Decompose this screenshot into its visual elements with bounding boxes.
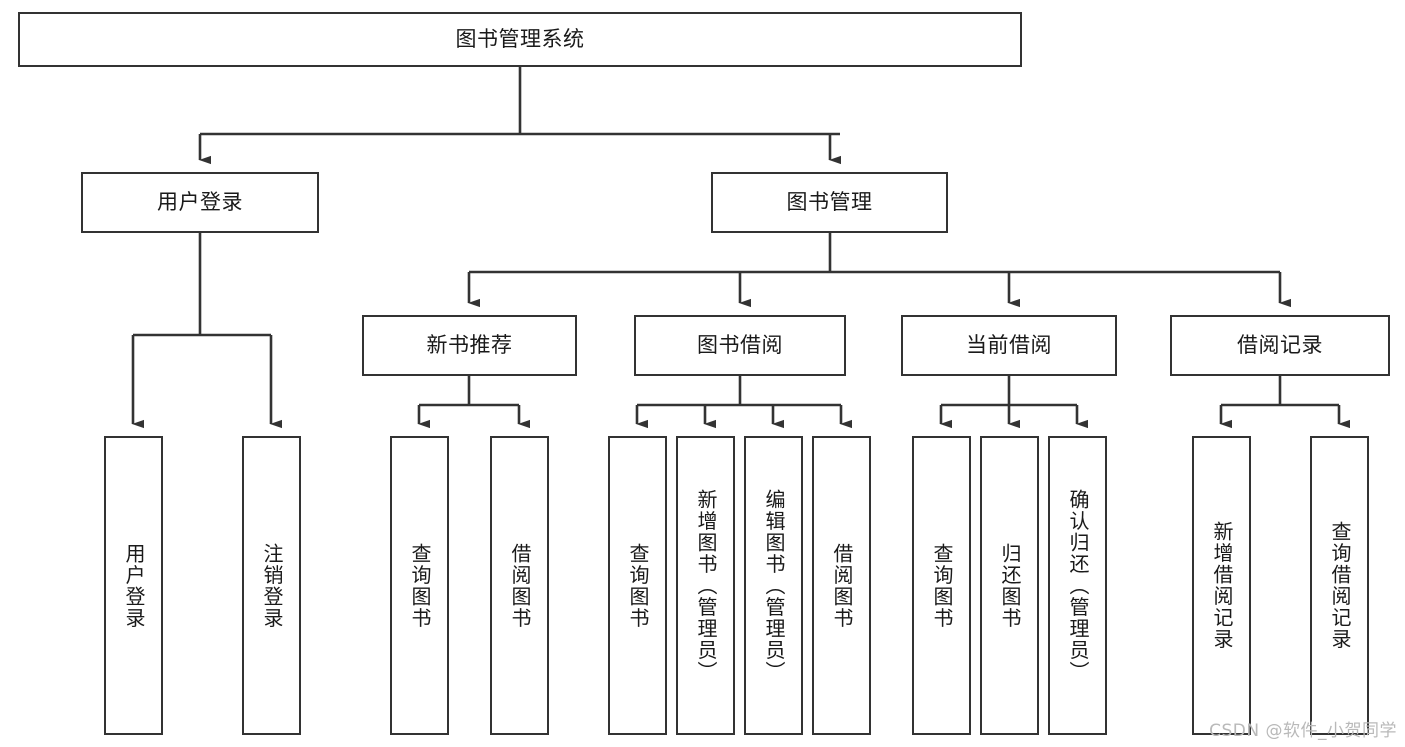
node-leaf-query-book-3[interactable]: 查询图书 — [912, 436, 971, 735]
node-leaf-query-book-1-label: 查询图书 — [408, 542, 432, 629]
node-leaf-return-book-label: 归还图书 — [998, 542, 1022, 629]
node-leaf-add-book-label: 新增图书（管理员） — [694, 488, 718, 683]
node-leaf-add-record[interactable]: 新增借阅记录 — [1192, 436, 1251, 735]
node-new-book-rec-label: 新书推荐 — [426, 332, 513, 357]
node-leaf-query-record[interactable]: 查询借阅记录 — [1310, 436, 1369, 735]
node-leaf-add-book[interactable]: 新增图书（管理员） — [676, 436, 735, 735]
node-root-label: 图书管理系统 — [455, 26, 585, 51]
node-leaf-edit-book[interactable]: 编辑图书（管理员） — [744, 436, 803, 735]
node-leaf-borrow-book-1-label: 借阅图书 — [508, 542, 532, 629]
node-current-borrow-label: 当前借阅 — [966, 332, 1052, 357]
node-leaf-logout-label: 注销登录 — [260, 542, 284, 629]
node-leaf-add-record-label: 新增借阅记录 — [1210, 521, 1234, 650]
node-root[interactable]: 图书管理系统 — [18, 12, 1022, 67]
node-book-borrow-label: 图书借阅 — [697, 332, 783, 357]
node-book-manage[interactable]: 图书管理 — [711, 172, 948, 233]
node-leaf-query-book-2[interactable]: 查询图书 — [608, 436, 667, 735]
node-leaf-confirm-return-label: 确认归还（管理员） — [1066, 488, 1090, 683]
node-leaf-query-book-3-label: 查询图书 — [930, 542, 954, 629]
node-leaf-logout[interactable]: 注销登录 — [242, 436, 301, 735]
node-leaf-borrow-book-2-label: 借阅图书 — [830, 542, 854, 629]
node-current-borrow[interactable]: 当前借阅 — [901, 315, 1117, 376]
node-user-login[interactable]: 用户登录 — [81, 172, 319, 233]
node-leaf-edit-book-label: 编辑图书（管理员） — [762, 488, 786, 683]
node-book-borrow[interactable]: 图书借阅 — [634, 315, 846, 376]
node-leaf-query-book-2-label: 查询图书 — [626, 542, 650, 629]
node-leaf-user-login-label: 用户登录 — [122, 542, 146, 629]
node-leaf-confirm-return[interactable]: 确认归还（管理员） — [1048, 436, 1107, 735]
node-leaf-query-book-1[interactable]: 查询图书 — [390, 436, 449, 735]
watermark-text: CSDN @软件_小贺同学 — [1209, 721, 1397, 741]
node-leaf-return-book[interactable]: 归还图书 — [980, 436, 1039, 735]
node-leaf-query-record-label: 查询借阅记录 — [1328, 521, 1352, 650]
node-user-login-label: 用户登录 — [157, 189, 243, 214]
node-borrow-record[interactable]: 借阅记录 — [1170, 315, 1390, 376]
node-leaf-borrow-book-1[interactable]: 借阅图书 — [490, 436, 549, 735]
node-leaf-borrow-book-2[interactable]: 借阅图书 — [812, 436, 871, 735]
node-new-book-rec[interactable]: 新书推荐 — [362, 315, 577, 376]
node-book-manage-label: 图书管理 — [786, 189, 873, 214]
node-leaf-user-login[interactable]: 用户登录 — [104, 436, 163, 735]
node-borrow-record-label: 借阅记录 — [1237, 332, 1323, 357]
